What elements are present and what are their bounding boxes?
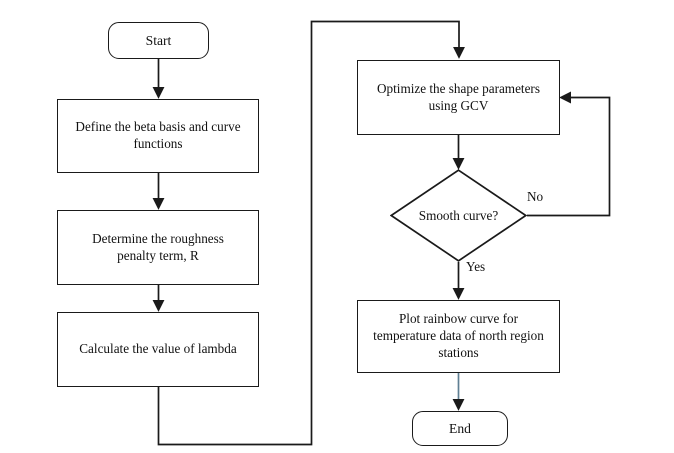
node-smooth-curve-decision-label: Smooth curve? bbox=[418, 207, 499, 223]
node-start-label: Start bbox=[145, 32, 172, 48]
node-plot-rainbow-curve-label: Plot rainbow curve for temperature data … bbox=[373, 311, 544, 360]
node-smooth-curve-decision[interactable]: Smooth curve? bbox=[390, 169, 527, 262]
node-end-label: End bbox=[449, 420, 471, 436]
node-calculate-lambda-label: Calculate the value of lambda bbox=[79, 341, 237, 357]
edge-label-yes: Yes bbox=[466, 259, 486, 274]
node-plot-rainbow-curve[interactable]: Plot rainbow curve for temperature data … bbox=[357, 300, 560, 373]
node-calculate-lambda[interactable]: Calculate the value of lambda bbox=[57, 312, 259, 387]
node-define-beta-basis[interactable]: Define the beta basis and curve function… bbox=[57, 99, 259, 173]
node-end[interactable]: End bbox=[412, 411, 508, 446]
node-roughness-penalty[interactable]: Determine the roughness penalty term, R bbox=[57, 210, 259, 285]
node-optimize-shape-parameters-label: Optimize the shape parameters using GCV bbox=[377, 80, 540, 113]
node-start[interactable]: Start bbox=[108, 22, 209, 59]
node-smooth-curve-decision-label-wrap: Smooth curve? bbox=[390, 169, 527, 262]
edge-decision-no-to-optimize bbox=[527, 91, 611, 217]
edge-label-no: No bbox=[527, 189, 544, 204]
diamond-shape bbox=[390, 169, 527, 262]
node-optimize-shape-parameters[interactable]: Optimize the shape parameters using GCV bbox=[357, 60, 560, 135]
node-roughness-penalty-label: Determine the roughness penalty term, R bbox=[92, 230, 224, 263]
edge-lambda-to-optimize bbox=[157, 20, 465, 446]
node-define-beta-basis-label: Define the beta basis and curve function… bbox=[75, 119, 241, 151]
